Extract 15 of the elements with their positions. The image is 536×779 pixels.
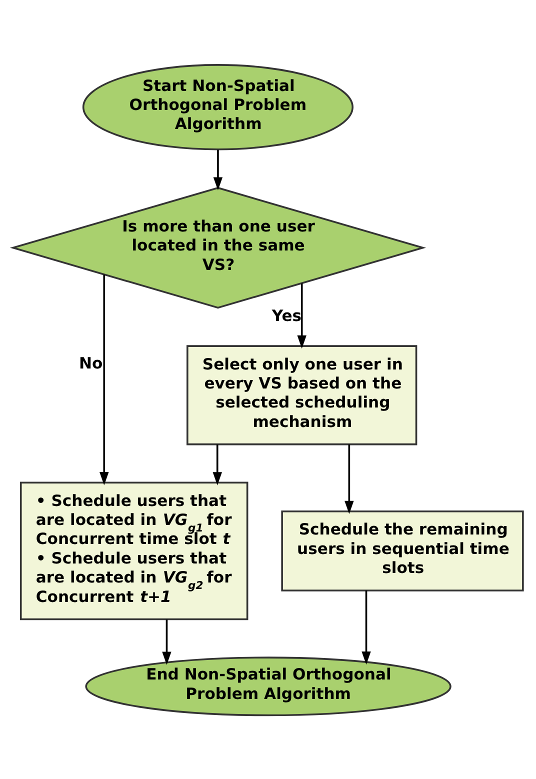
arrow: [100, 274, 109, 485]
node-ellipse: Start Non-Spatial Orthogonal Problem Algorithm: [82, 64, 354, 150]
node-box: Select only one user in every VS based on the selected scheduling mechanism: [186, 344, 418, 445]
arrow: [344, 444, 354, 514]
node-box: • Schedule users that are located in VG$_{g1}$ for Concurrent time slot t • Schedule users that are located in VG$_{g2}$ for Concurrent t+1: [20, 481, 248, 620]
node-diamond: Is more than one user located in the same VS?: [10, 186, 426, 308]
edge-label: Yes: [272, 306, 302, 325]
node-box: Schedule the remaining users in sequential time slots: [281, 510, 524, 591]
node-ellipse: End Non-Spatial Orthogonal Problem Algorithm: [85, 656, 452, 716]
arrow: [162, 618, 172, 664]
arrow: [213, 149, 223, 190]
arrow: [297, 282, 306, 348]
arrow: [362, 590, 371, 664]
arrow: [212, 444, 222, 485]
edge-label: No: [78, 354, 103, 372]
